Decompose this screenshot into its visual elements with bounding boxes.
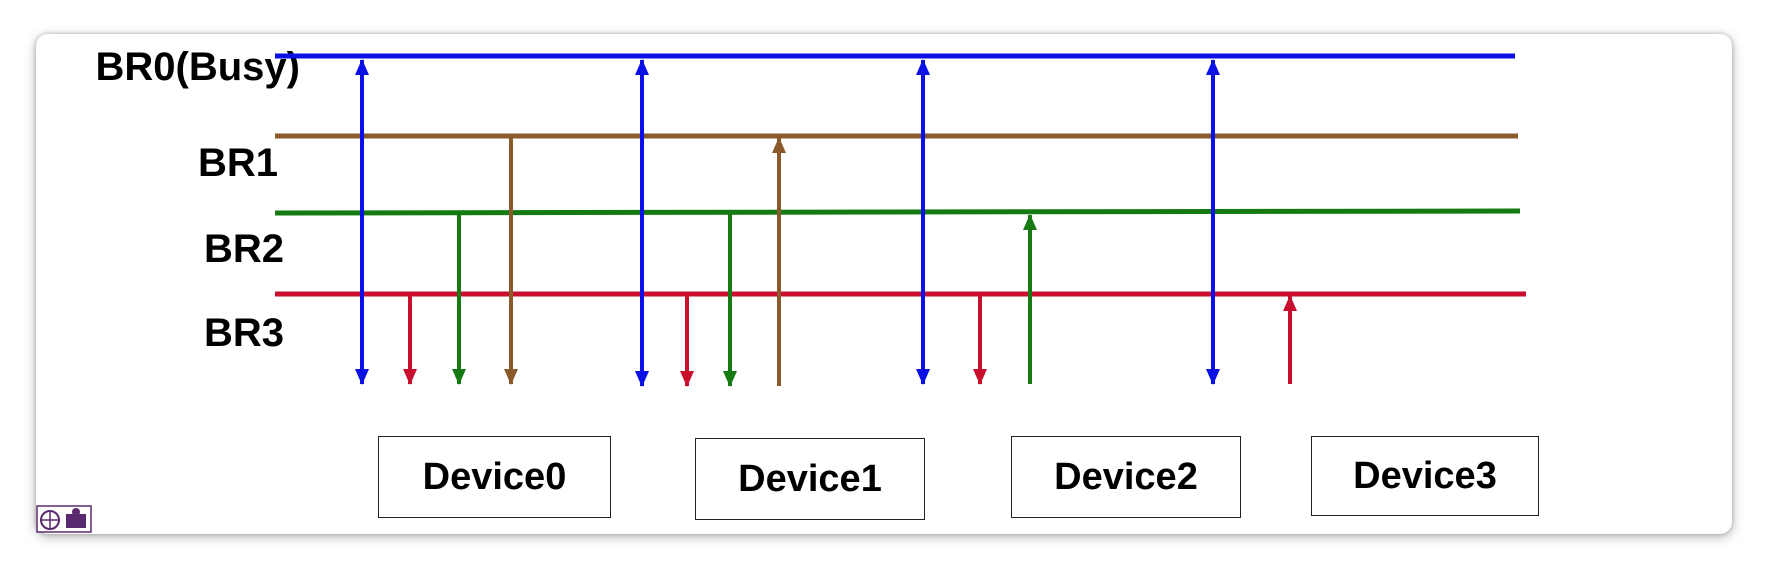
device-box-0: Device0 <box>378 436 611 518</box>
bus-label-br1: BR1 <box>198 141 278 185</box>
device-box-1: Device1 <box>695 438 925 520</box>
device-box-2: Device2 <box>1011 436 1241 518</box>
device-label: Device3 <box>1353 454 1497 497</box>
connection-arrows <box>355 59 1297 387</box>
institution-logo-icon <box>36 505 92 533</box>
bus-label-br2: BR2 <box>204 227 284 271</box>
bus-label-br3: BR3 <box>204 311 284 355</box>
bus-line-br2 <box>274 208 1521 216</box>
device-box-3: Device3 <box>1311 436 1539 516</box>
bus-lines <box>274 53 1526 297</box>
device-label: Device2 <box>1054 455 1198 498</box>
bus-label-br0: BR0(Busy) <box>96 45 300 89</box>
device-label: Device0 <box>422 455 567 498</box>
device-label: Device1 <box>738 457 882 500</box>
